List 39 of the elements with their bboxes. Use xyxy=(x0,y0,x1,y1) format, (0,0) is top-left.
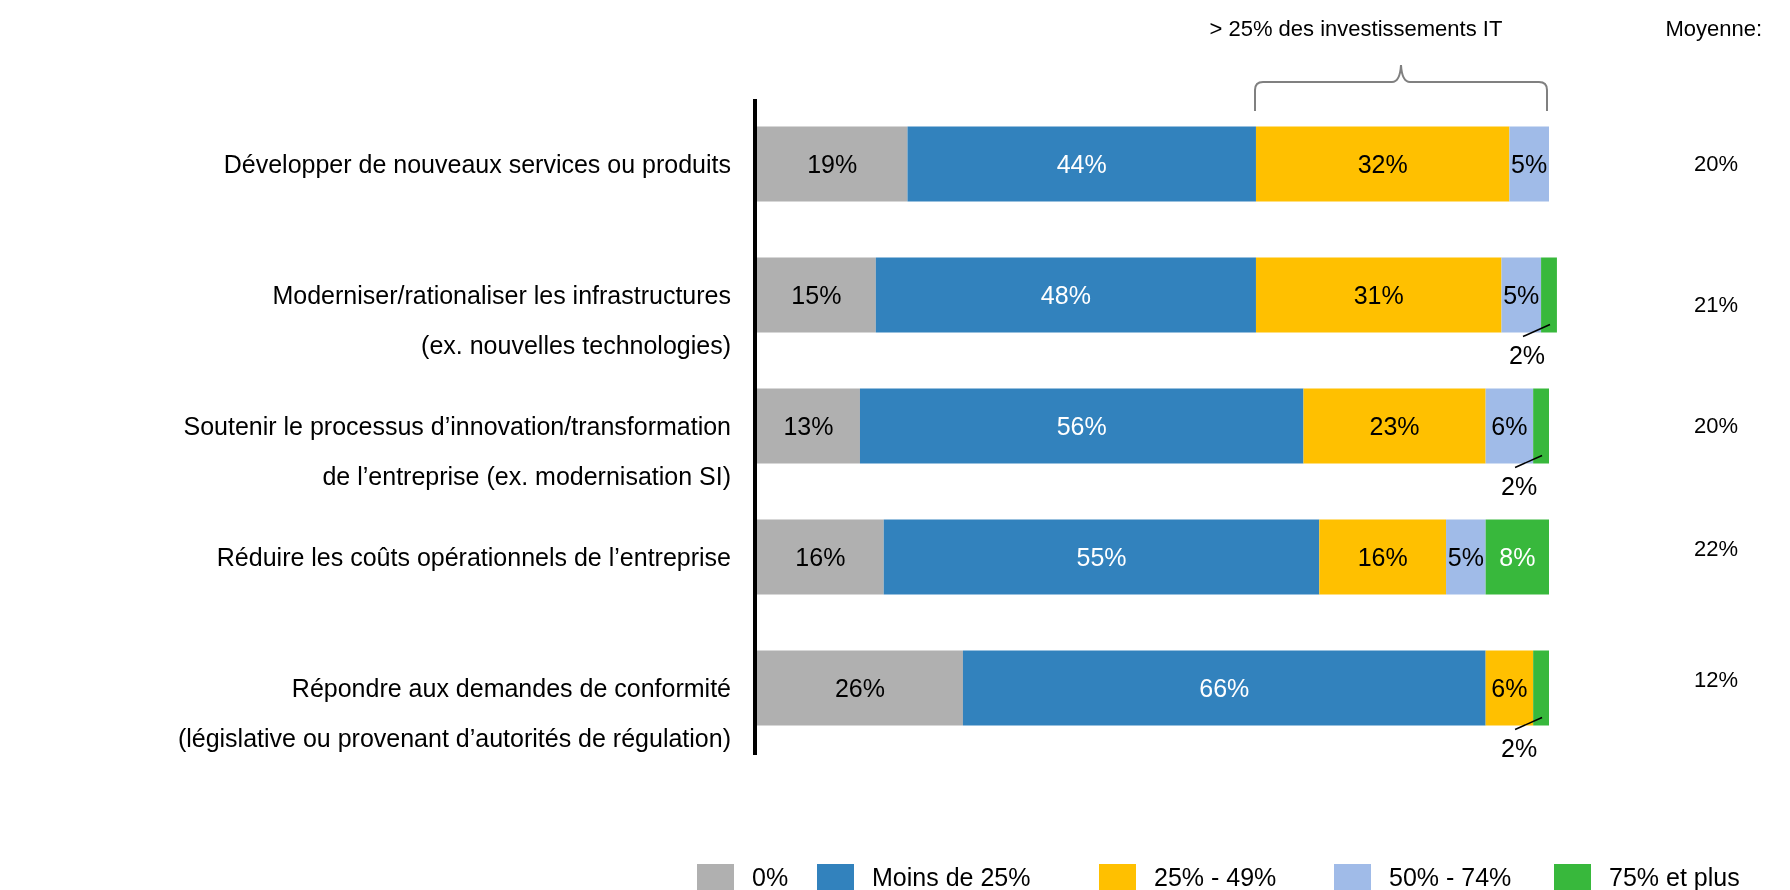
average-value: 20% xyxy=(1694,151,1739,177)
average-value: 21% xyxy=(1694,292,1739,318)
data-label: 15% xyxy=(790,280,843,310)
data-label: 16% xyxy=(794,542,847,572)
legend-label: 25% - 49% xyxy=(1154,862,1277,890)
data-label: 6% xyxy=(1490,411,1529,441)
data-label: 2% xyxy=(1507,339,1547,370)
average-value: 22% xyxy=(1694,536,1739,562)
category-label: Développer de nouveaux services ou produits xyxy=(223,149,731,180)
category-label: Répondre aux demandes de conformité (législative ou provenant d’autorités de régulation) xyxy=(177,673,731,754)
bracket-label: > 25% des investissements IT xyxy=(1209,16,1503,42)
data-label: 48% xyxy=(1039,280,1092,310)
data-label: 66% xyxy=(1198,673,1251,703)
data-label: 55% xyxy=(1075,542,1128,572)
column-header: Moyenne: xyxy=(1665,16,1763,42)
legend-label: 0% xyxy=(752,862,789,890)
data-label: 56% xyxy=(1055,411,1108,441)
data-label: 6% xyxy=(1490,673,1529,703)
data-label: 31% xyxy=(1352,280,1405,310)
data-label: 13% xyxy=(782,411,835,441)
data-label: 5% xyxy=(1502,280,1541,310)
data-label: 8% xyxy=(1498,542,1537,572)
data-label: 5% xyxy=(1510,149,1549,179)
data-label: 26% xyxy=(833,673,886,703)
category-label: Soutenir le processus d’innovation/transformation de l’entreprise (ex. modernisation SI) xyxy=(183,411,731,492)
legend-label: Moins de 25% xyxy=(872,862,1031,890)
data-label: 23% xyxy=(1368,411,1421,441)
data-label: 32% xyxy=(1356,149,1409,179)
category-label: Réduire les coûts opérationnels de l’entreprise xyxy=(216,542,731,573)
average-value: 20% xyxy=(1694,413,1739,439)
category-label: Moderniser/rationaliser les infrastructures (ex. nouvelles technologies) xyxy=(272,280,731,361)
legend-label: 50% - 74% xyxy=(1389,862,1512,890)
average-value: 12% xyxy=(1694,667,1739,693)
data-label: 19% xyxy=(806,149,859,179)
data-label: 5% xyxy=(1446,542,1485,572)
data-label: 2% xyxy=(1500,470,1539,501)
data-label: 44% xyxy=(1055,149,1108,179)
data-label: 16% xyxy=(1356,542,1409,572)
data-label: 2% xyxy=(1500,732,1539,763)
